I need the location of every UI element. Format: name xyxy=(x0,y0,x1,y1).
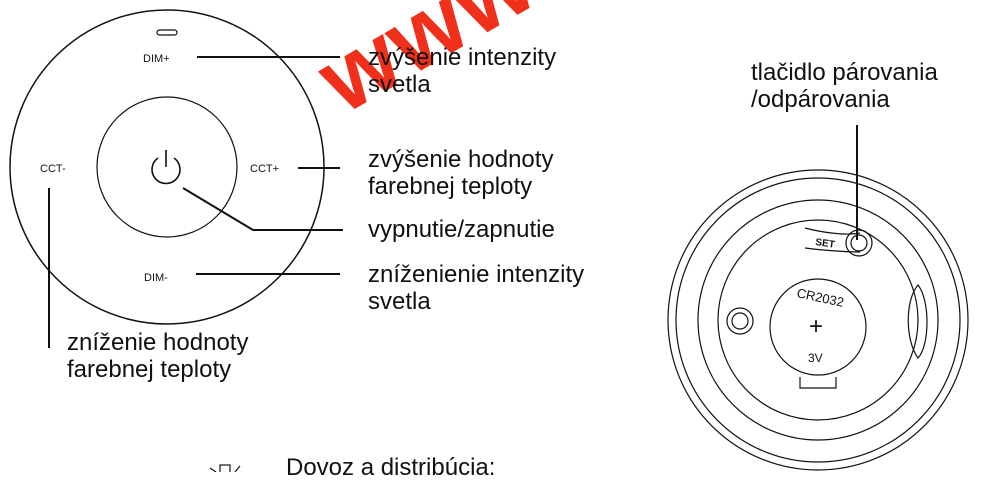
callout-power: vypnutie/zapnutie xyxy=(368,216,555,243)
back-mid-ring xyxy=(697,199,939,441)
set-button-inner xyxy=(850,234,868,252)
indicator-led-icon xyxy=(156,29,178,36)
callout-dim-plus-line1: zvýšenie intenzity xyxy=(368,44,557,71)
screw-inner xyxy=(731,312,749,330)
back-outer-ring-inner xyxy=(675,177,961,463)
cct-plus-button: CCT+ xyxy=(250,163,279,175)
battery-plus-sign: + xyxy=(809,313,823,340)
callout-pairing-line1: tlačidlo párovania xyxy=(751,59,938,86)
callout-cct-plus-line1: zvýšenie hodnoty xyxy=(368,146,554,173)
callout-pairing-line2: /odpárovania xyxy=(751,86,890,113)
callout-cct-minus: zníženie hodnoty farebnej teploty xyxy=(67,329,248,383)
remote-back xyxy=(667,169,969,471)
side-notch xyxy=(907,284,928,359)
callout-dim-plus-line2: svetla xyxy=(368,71,431,98)
callout-pairing: tlačidlo párovania /odpárovania xyxy=(751,59,938,113)
screw-outer xyxy=(726,307,754,335)
callout-dim-minus: zníženienie intenzity svetla xyxy=(368,261,584,315)
dim-minus-button: DIM- xyxy=(144,272,168,284)
power-icon xyxy=(151,150,181,185)
battery-tab xyxy=(799,377,837,389)
battery-cover xyxy=(769,278,867,376)
callout-cct-minus-line2: farebnej teploty xyxy=(67,356,232,383)
callout-cct-minus-line1: zníženie hodnoty xyxy=(67,329,249,356)
callout-lines xyxy=(48,56,858,348)
footer-import-text: Dovoz a distribúcia: xyxy=(286,454,496,481)
set-arc-top xyxy=(804,227,861,235)
back-outer-ring xyxy=(667,169,969,471)
callout-dim-plus: zvýšenie intenzity svetla xyxy=(368,44,556,98)
set-label: SET xyxy=(815,237,836,251)
callout-cct-plus: zvýšenie hodnoty farebnej teploty xyxy=(368,146,553,200)
cct-minus-button: CCT- xyxy=(40,163,66,175)
callout-cct-plus-line2: farebnej teploty xyxy=(368,173,533,200)
battery-model-label: CR2032 xyxy=(795,285,845,310)
leader-power xyxy=(182,187,343,231)
callout-dim-minus-line1: zníženienie intenzity xyxy=(368,261,585,288)
importer-logo-icon xyxy=(209,464,241,472)
set-button-outer xyxy=(845,229,873,257)
set-arc-bottom xyxy=(804,247,861,253)
battery-voltage-label: 3V xyxy=(808,351,823,365)
back-inner-ring xyxy=(717,219,919,421)
remote-inner-ring xyxy=(96,96,238,238)
callout-dim-minus-line2: svetla xyxy=(368,288,431,315)
dim-plus-button: DIM+ xyxy=(143,53,170,65)
